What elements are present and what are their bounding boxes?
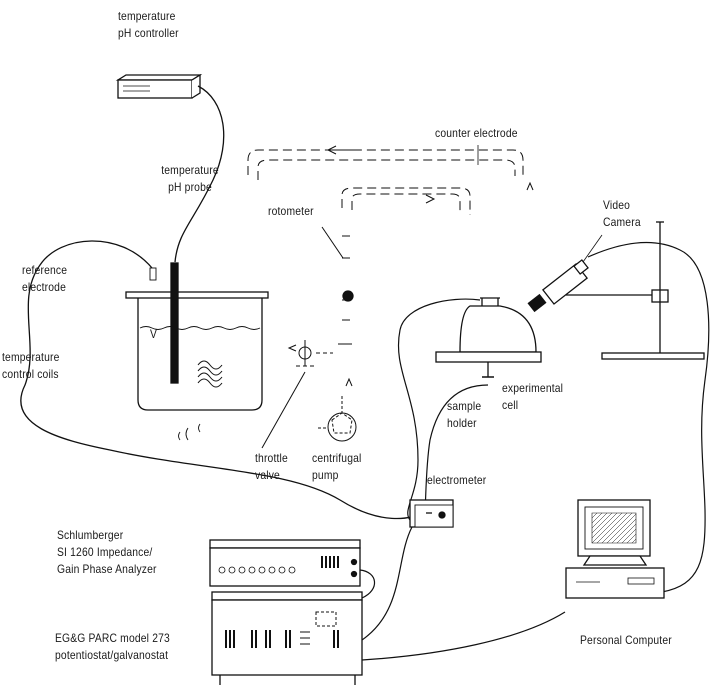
flow-arrow-up [526, 181, 534, 191]
potentiostat-computer-cable [361, 611, 566, 661]
sample-holder-cable [424, 384, 489, 513]
ph-probe [170, 262, 179, 384]
label-experimental-cell: experimental cell [502, 381, 564, 412]
video-camera-device [527, 221, 705, 360]
label-personal-computer: Personal Computer [580, 633, 672, 647]
label-electrometer: electrometer [427, 473, 487, 487]
flow-loop-tubing [247, 149, 524, 215]
label-video-camera: Video Camera [603, 198, 641, 229]
label-temp-ph-controller: temperature pH controller [118, 9, 179, 40]
label-potentiostat: EG&G PARC model 273 potentiostat/galvano… [55, 631, 170, 662]
flow-arrow-right [425, 194, 436, 204]
heating-coil-icon [197, 360, 223, 388]
potentiostat-device [211, 591, 363, 685]
controller-to-probe-cable [174, 85, 225, 263]
reference-electrode-icon [149, 267, 157, 281]
flow-arrow-up-2 [345, 377, 353, 387]
flow-arrow-left-2 [287, 344, 297, 352]
label-rotometer: rotometer [268, 204, 314, 218]
label-reference-electrode: reference electrode [22, 263, 68, 294]
reference-electrode-cable [20, 240, 426, 520]
personal-computer-device [565, 499, 665, 599]
centrifugal-pump-device [318, 396, 357, 442]
label-throttle-valve: throttle valve [255, 451, 288, 482]
ph-controller-device [115, 73, 203, 99]
analyzer-potentiostat-cable [359, 569, 376, 599]
label-temp-ph-probe: temperature pH probe [161, 163, 219, 194]
label-impedance-analyzer: Schlumberger SI 1260 Impedance/ Gain Pha… [57, 528, 157, 576]
label-sample-holder: sample holder [447, 399, 482, 430]
electrometer-potentiostat-cable [361, 526, 413, 641]
label-centrifugal-pump: centrifugal pump [312, 451, 362, 482]
rotometer-float [342, 290, 354, 302]
label-v: V [150, 327, 158, 341]
label-counter-electrode: counter electrode [435, 126, 518, 140]
experimental-cell-device [435, 297, 542, 378]
cell-cable [397, 298, 481, 521]
electrometer-device [409, 499, 454, 528]
rotometer-device [342, 235, 350, 321]
throttle-valve-device [296, 340, 352, 367]
label-temperature-control-coils: temperature control coils [2, 350, 60, 381]
camera-cable [587, 241, 710, 593]
impedance-analyzer-device [209, 539, 361, 587]
water-bath-tank [125, 291, 269, 411]
